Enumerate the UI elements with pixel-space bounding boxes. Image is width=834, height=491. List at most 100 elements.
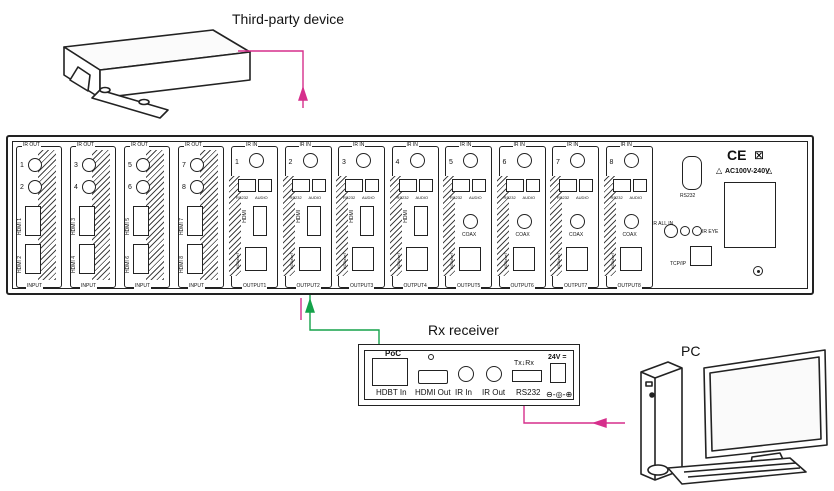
output-audio-label: AUDIO (522, 195, 536, 200)
ir-out-jack (136, 158, 150, 172)
output-footer-label: OUTPUT1 (242, 283, 268, 289)
output-ir-number: 3 (342, 159, 346, 166)
hdmi-output-port (360, 206, 374, 236)
input-footer-label: INPUT (134, 283, 151, 289)
hdmi-output-label: HDMI (295, 210, 302, 223)
output-rs232-port (345, 179, 363, 192)
rs232-label: RS232 (516, 388, 541, 397)
dc-polarity-icon: ⊖-◎-⊕ (546, 390, 573, 399)
ir-out-jack (190, 180, 204, 194)
ir-eye-sensor (692, 226, 702, 236)
rx-receiver-label: Rx receiver (428, 322, 499, 338)
ir-in-jack (302, 153, 318, 168)
power-rating: AC100V-240V (725, 168, 770, 175)
ce-mark: CE (727, 147, 747, 163)
hdmi-input-label: HDMI 4 (71, 256, 77, 273)
tcpip-port (690, 246, 712, 266)
hdmi-input-label: HDMI 3 (71, 218, 77, 235)
hdmi-output-port (306, 206, 321, 236)
dc-power-port (550, 363, 566, 383)
input-module-hatch (38, 150, 56, 280)
control-rs232-port (682, 156, 702, 190)
output-audio-port (525, 179, 540, 192)
hdmi-input-port (187, 244, 203, 274)
output-module-hatch (336, 176, 348, 276)
hdbaset-port (298, 247, 321, 271)
output-audio-port (258, 179, 272, 192)
output-ir-number: 8 (609, 159, 614, 166)
ir-out-jack (28, 180, 42, 194)
output-audio-port (311, 179, 326, 192)
ir-in-jack (463, 153, 478, 168)
hdbaset-port (512, 247, 535, 271)
ir-in-label: IR In (455, 388, 472, 397)
output-footer-label: OUTPUT2 (295, 283, 321, 289)
output-footer-label: OUTPUT5 (456, 283, 482, 289)
hdbaset-label: HDBaseT (342, 252, 347, 270)
output-ir-number: 5 (449, 159, 453, 166)
ir-out-jack (28, 158, 42, 172)
tcpip-label: TCP/IP (670, 261, 687, 267)
hdmi-output-port (253, 206, 267, 236)
ir-in-jack (458, 366, 474, 382)
output-ir-in-label: IR IN (405, 142, 419, 148)
rx-led (428, 354, 434, 360)
hdmi-out-label: HDMI Out (415, 388, 451, 397)
ir-all-in-label: IR ALL IN (652, 221, 674, 227)
ir-in-jack (356, 153, 371, 168)
output-module-hatch (389, 176, 402, 276)
output-module-hatch (282, 176, 295, 276)
output-audio-label: AUDIO (362, 195, 375, 200)
rs232-port (512, 370, 542, 382)
input-ir-out-label: IR OUT (184, 142, 203, 148)
coax-label: COAX (462, 232, 477, 238)
ir-eye-jack (680, 226, 690, 236)
poc-label: PoC (385, 349, 401, 358)
hdbaset-label: HDBaseT (609, 252, 615, 270)
output-audio-port (472, 179, 486, 192)
input-module-hatch (146, 150, 164, 280)
ground-icon-dot (757, 270, 760, 273)
output-ir-number: 7 (556, 159, 560, 166)
input-ir-out-label: IR OUT (76, 142, 95, 148)
pc-illustration (640, 349, 828, 485)
hdmi-input-label: HDMI 5 (125, 218, 131, 235)
hdbaset-port (566, 247, 588, 271)
output-module-hatch (496, 176, 509, 276)
hdmi-output-label: HDMI (402, 210, 409, 223)
input-footer-label: INPUT (80, 283, 97, 289)
ir-out-label: IR Out (482, 388, 506, 397)
output-module-hatch (550, 176, 562, 276)
output-rs232-label: RS232 (450, 195, 463, 200)
hdbaset-label: HDBaseT (502, 252, 508, 270)
output-rs232-port (291, 179, 310, 192)
cable-pc (523, 398, 625, 428)
hdbt-in-port (372, 358, 408, 386)
output-module-hatch (443, 176, 455, 276)
hdmi-out-port (418, 370, 448, 384)
ir-out-jack (82, 180, 96, 194)
output-footer-label: OUTPUT3 (349, 283, 375, 289)
hdbaset-port (405, 247, 428, 271)
hdbaset-label: HDBaseT (235, 252, 240, 270)
warning-icon-2: △ (766, 166, 773, 175)
weee-icon: ⊠ (754, 148, 765, 162)
input-ir-number: 5 (128, 162, 132, 169)
txrx-label: Tx↓Rx (514, 360, 534, 367)
ir-in-jack (516, 153, 532, 168)
output-ir-in-label: IR IN (459, 142, 473, 148)
output-rs232-label: RS232 (503, 195, 516, 200)
input-ir-number: 4 (74, 184, 78, 191)
hdbaset-label: HDBaseT (449, 252, 454, 270)
output-rs232-port (238, 179, 256, 192)
input-footer-label: INPUT (188, 283, 205, 289)
output-module-hatch (229, 176, 241, 276)
hdmi-input-port (133, 244, 149, 274)
hdmi-input-port (25, 244, 41, 274)
pc-label: PC (681, 343, 701, 359)
hdbaset-port (352, 247, 374, 271)
output-footer-label: OUTPUT8 (616, 283, 642, 289)
output-rs232-label: RS232 (557, 195, 570, 200)
hdmi-input-port (79, 244, 95, 274)
